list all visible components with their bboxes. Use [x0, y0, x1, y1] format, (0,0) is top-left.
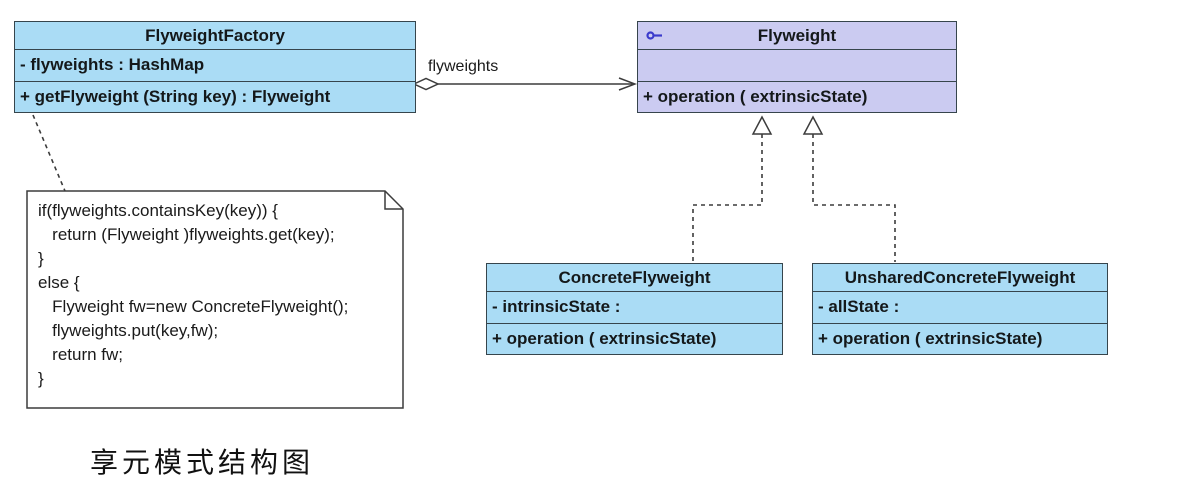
class-flyweight: Flyweight + operation ( extrinsicState) [637, 21, 957, 113]
class-concrete-flyweight: ConcreteFlyweight - intrinsicState : + o… [486, 263, 783, 355]
class-unshared-concrete-flyweight: UnsharedConcreteFlyweight - allState : +… [812, 263, 1108, 355]
class-method: + operation ( extrinsicState) [813, 322, 1107, 355]
association-label: flyweights [428, 58, 499, 75]
class-title: UnsharedConcreteFlyweight [813, 264, 1107, 292]
class-title: Flyweight [638, 22, 956, 50]
realization-line-concrete [692, 134, 763, 262]
class-flyweight-factory: FlyweightFactory - flyweights : HashMap … [14, 21, 416, 113]
diagram-caption: 享元模式结构图 [90, 448, 315, 479]
code-line: flyweights.put(key,fw); [38, 321, 219, 340]
class-method: + getFlyweight (String key) : Flyweight [15, 80, 415, 113]
class-attribute: - intrinsicState : [492, 297, 621, 317]
code-line: } [38, 249, 44, 268]
class-method: + operation ( extrinsicState) [487, 322, 782, 355]
code-line: else { [38, 273, 80, 292]
class-title: ConcreteFlyweight [487, 264, 782, 292]
interface-lollipop-icon [646, 31, 662, 40]
class-title-text: Flyweight [757, 25, 837, 45]
realization-line-unshared [812, 134, 896, 262]
code-line: return fw; [38, 345, 124, 364]
class-attribute: - flyweights : HashMap [20, 55, 205, 75]
class-method: + operation ( extrinsicState) [638, 80, 956, 113]
code-line: Flyweight fw=new ConcreteFlyweight(); [38, 297, 349, 316]
class-attributes-empty [638, 50, 956, 81]
code-line: return (Flyweight )flyweights.get(key); [38, 225, 335, 244]
aggregation-diamond-icon [412, 77, 440, 91]
code-line: } [38, 369, 44, 388]
note-code: if(flyweights.containsKey(key)) { return… [38, 199, 396, 391]
realization-triangle-icon [802, 115, 824, 135]
class-title: FlyweightFactory [15, 22, 415, 50]
note-anchor-line [32, 114, 66, 192]
note-fold-icon [384, 191, 403, 210]
note-shape [26, 190, 404, 409]
code-line: if(flyweights.containsKey(key)) { [38, 201, 278, 220]
realization-triangle-icon [751, 115, 773, 135]
class-attribute: - allState : [818, 297, 900, 317]
open-arrowhead-icon [618, 77, 638, 91]
